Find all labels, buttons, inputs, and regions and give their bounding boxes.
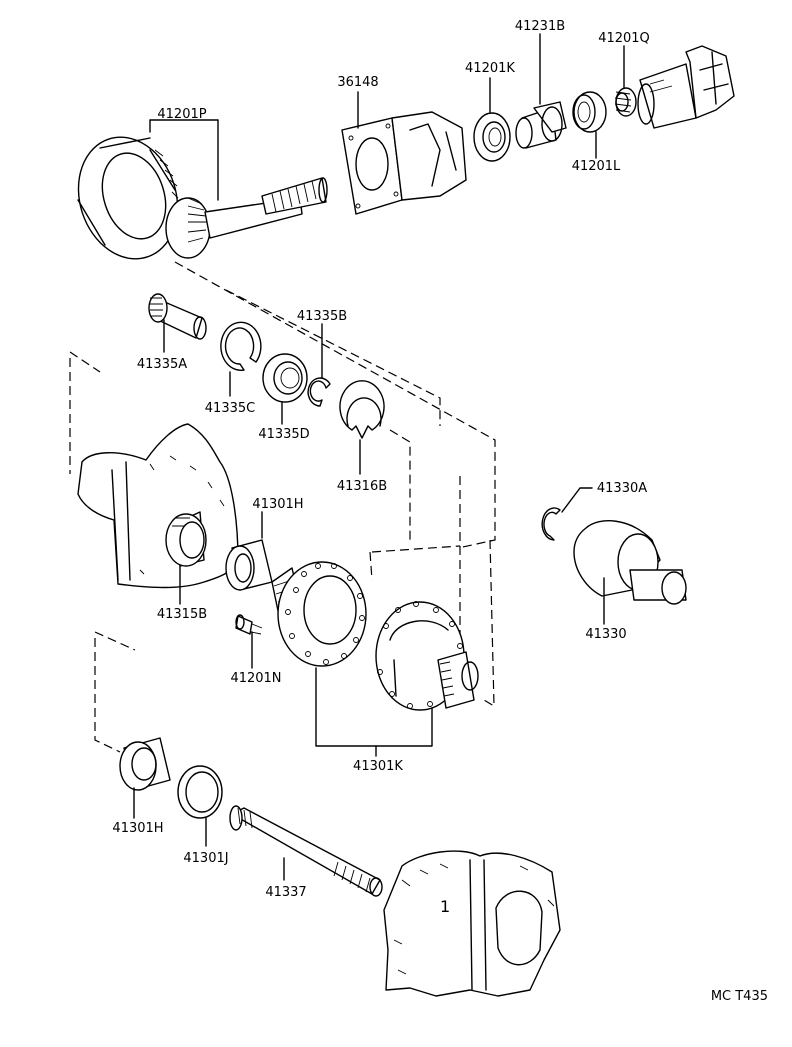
bearing-41201K[interactable] — [473, 112, 511, 162]
snap-ring-41335B[interactable] — [307, 377, 331, 407]
label-41201K: 41201K — [465, 61, 515, 76]
label-41330: 41330 — [585, 627, 626, 642]
leader-41201P — [149, 119, 219, 201]
leader-41301K — [315, 667, 433, 757]
label-41201Q: 41201Q — [598, 31, 650, 46]
case-marking: 1 — [440, 897, 450, 916]
label-41315B: 41315B — [157, 607, 207, 622]
label-41231B: 41231B — [515, 19, 565, 34]
transaxle-case-bottom: 1 — [383, 850, 561, 997]
collar-41231B[interactable] — [515, 101, 567, 149]
label-41201L: 41201L — [572, 159, 621, 174]
label-36148: 36148 — [337, 75, 378, 90]
snap-ring-41330A[interactable] — [541, 507, 561, 541]
snap-ring-41316B[interactable] — [339, 380, 385, 439]
snap-ring-41335C[interactable] — [220, 321, 262, 371]
label-41301H-upper: 41301H — [252, 497, 303, 512]
label-41337: 41337 — [265, 885, 306, 900]
bearing-41201L[interactable] — [572, 91, 607, 133]
bolt-41201N[interactable] — [235, 614, 263, 635]
adapter-housing-36148[interactable] — [341, 111, 467, 215]
companion-flange — [637, 45, 735, 129]
bearing-41301H-upper[interactable] — [225, 539, 273, 591]
label-41316B: 41316B — [337, 479, 387, 494]
shaft-41337[interactable] — [229, 805, 383, 897]
differential-case-41301K[interactable] — [271, 561, 479, 711]
diagram-code: MC T435 — [711, 989, 768, 1004]
clutch-drum-41315B[interactable] — [165, 511, 207, 567]
bearing-41335D[interactable] — [262, 353, 308, 403]
reference-lines — [69, 261, 496, 753]
label-41335C: 41335C — [205, 401, 255, 416]
shim-41301J[interactable] — [177, 765, 223, 819]
pinion-shaft-41335A[interactable] — [148, 293, 207, 340]
label-41335A: 41335A — [137, 357, 187, 372]
ring-gear-pinion-41201P[interactable] — [63, 124, 328, 272]
label-41335B: 41335B — [297, 309, 347, 324]
nut-41201Q[interactable] — [614, 87, 637, 117]
label-41335D: 41335D — [258, 427, 309, 442]
label-41301K: 41301K — [353, 759, 403, 774]
bearing-41301H-lower[interactable] — [119, 737, 171, 791]
leader-41330A — [561, 487, 593, 513]
label-41301J: 41301J — [183, 851, 228, 866]
transaxle-case-section — [77, 423, 239, 589]
label-41330A: 41330A — [597, 481, 647, 496]
label-41301H-lower: 41301H — [112, 821, 163, 836]
shaft-drum-41330[interactable] — [573, 520, 687, 605]
label-41201N: 41201N — [230, 671, 281, 686]
label-41201P: 41201P — [157, 107, 206, 122]
